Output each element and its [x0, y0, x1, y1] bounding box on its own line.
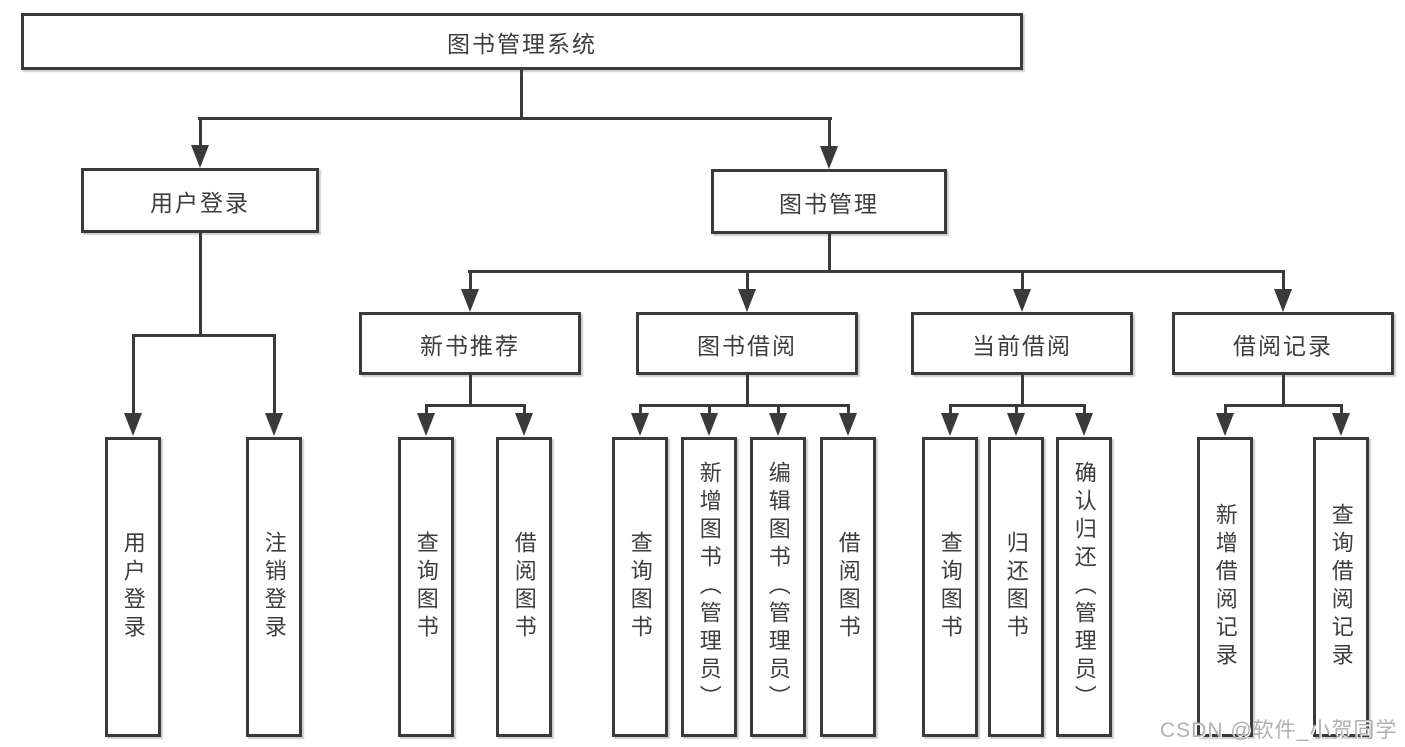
arrowhead-down: [1007, 413, 1025, 436]
arrowhead-down: [769, 413, 787, 436]
connector-line: [1083, 404, 1086, 414]
arrowhead-down: [820, 146, 838, 169]
arrowhead-down: [631, 413, 649, 436]
leaf-logout-label: 注销登录: [261, 531, 287, 643]
node-current-borrowing-label: 当前借阅: [972, 332, 1072, 359]
leaf-return-book-label: 归还图书: [1003, 531, 1029, 643]
node-book-borrowing: 图书借阅: [636, 312, 858, 375]
leaf-query-book-recommend: 查询图书: [398, 437, 454, 737]
connector-line: [1224, 404, 1227, 414]
connector-line: [828, 117, 831, 147]
connector-line: [132, 334, 135, 414]
connector-line: [520, 69, 523, 118]
leaf-borrow-book-recommend-label: 借阅图书: [511, 531, 537, 643]
arrowhead-down: [700, 413, 718, 436]
connector-line: [1021, 374, 1024, 406]
arrowhead-down: [1075, 413, 1093, 436]
leaf-query-borrow-record-label: 查询借阅记录: [1328, 503, 1354, 671]
leaf-borrow-book-recommend: 借阅图书: [496, 437, 552, 737]
arrowhead-down: [1332, 413, 1350, 436]
node-book-management-label: 图书管理: [779, 190, 879, 217]
connector-line: [1282, 374, 1285, 406]
arrowhead-down: [124, 413, 142, 436]
leaf-confirm-return-admin: 确认归还（管理员）: [1056, 437, 1112, 737]
connector-line: [132, 334, 276, 337]
node-borrow-records-label: 借阅记录: [1233, 332, 1333, 359]
connector-line: [469, 374, 472, 406]
arrowhead-down: [839, 413, 857, 436]
connector-line: [1224, 404, 1343, 407]
node-new-book-recommend-label: 新书推荐: [420, 332, 520, 359]
connector-line: [1282, 270, 1285, 290]
connector-line: [708, 404, 711, 414]
leaf-user-login: 用户登录: [105, 437, 161, 737]
leaf-edit-book-admin: 编辑图书（管理员）: [750, 437, 806, 737]
leaf-query-book-current: 查询图书: [922, 437, 978, 737]
node-borrow-records: 借阅记录: [1172, 312, 1394, 375]
node-new-book-recommend: 新书推荐: [359, 312, 581, 375]
node-library-system: 图书管理系统: [21, 13, 1023, 70]
node-library-system-label: 图书管理系统: [447, 30, 597, 57]
arrowhead-down: [1216, 413, 1234, 436]
arrowhead-down: [515, 413, 533, 436]
arrowhead-down: [191, 145, 209, 168]
connector-line: [469, 270, 472, 290]
node-book-borrowing-label: 图书借阅: [697, 332, 797, 359]
connector-line: [1015, 404, 1018, 414]
connector-line: [639, 404, 850, 407]
leaf-add-borrow-record: 新增借阅记录: [1197, 437, 1253, 737]
connector-line: [639, 404, 642, 414]
arrowhead-down: [461, 289, 479, 312]
connector-line: [468, 270, 1285, 273]
connector-line: [949, 404, 952, 414]
connector-line: [746, 374, 749, 406]
connector-line: [1340, 404, 1343, 414]
leaf-add-book-admin-label: 新增图书（管理员）: [696, 461, 722, 713]
leaf-confirm-return-admin-label: 确认归还（管理员）: [1071, 461, 1097, 713]
node-book-management: 图书管理: [711, 169, 947, 234]
arrowhead-down: [941, 413, 959, 436]
leaf-query-book-borrow-label: 查询图书: [627, 531, 653, 643]
watermark: CSDN @软件_小贺同学: [1160, 719, 1398, 742]
arrowhead-down: [1274, 289, 1292, 312]
leaf-add-book-admin: 新增图书（管理员）: [681, 437, 737, 737]
leaf-borrow-book-label: 借阅图书: [835, 531, 861, 643]
node-user-login-label: 用户登录: [150, 189, 250, 216]
connector-line: [847, 404, 850, 414]
connector-line: [199, 117, 202, 147]
leaf-return-book: 归还图书: [988, 437, 1044, 737]
connector-line: [777, 404, 780, 414]
arrowhead-down: [1013, 289, 1031, 312]
connector-line: [746, 270, 749, 290]
connector-line: [828, 233, 831, 272]
connector-line: [198, 117, 832, 120]
connector-line: [523, 404, 526, 414]
leaf-borrow-book: 借阅图书: [820, 437, 876, 737]
arrowhead-down: [738, 289, 756, 312]
arrowhead-down: [265, 413, 283, 436]
arrowhead-down: [417, 413, 435, 436]
connector-line: [273, 334, 276, 414]
leaf-query-borrow-record: 查询借阅记录: [1313, 437, 1369, 737]
leaf-add-borrow-record-label: 新增借阅记录: [1212, 503, 1238, 671]
node-current-borrowing: 当前借阅: [911, 312, 1133, 375]
leaf-logout: 注销登录: [246, 437, 302, 737]
connector-line: [1021, 270, 1024, 290]
leaf-user-login-label: 用户登录: [120, 531, 146, 643]
leaf-edit-book-admin-label: 编辑图书（管理员）: [765, 461, 791, 713]
leaf-query-book-borrow: 查询图书: [612, 437, 668, 737]
connector-line: [425, 404, 526, 407]
leaf-query-book-recommend-label: 查询图书: [413, 531, 439, 643]
leaf-query-book-current-label: 查询图书: [937, 531, 963, 643]
connector-line: [425, 404, 428, 414]
node-user-login: 用户登录: [81, 168, 319, 233]
connector-line: [199, 232, 202, 337]
